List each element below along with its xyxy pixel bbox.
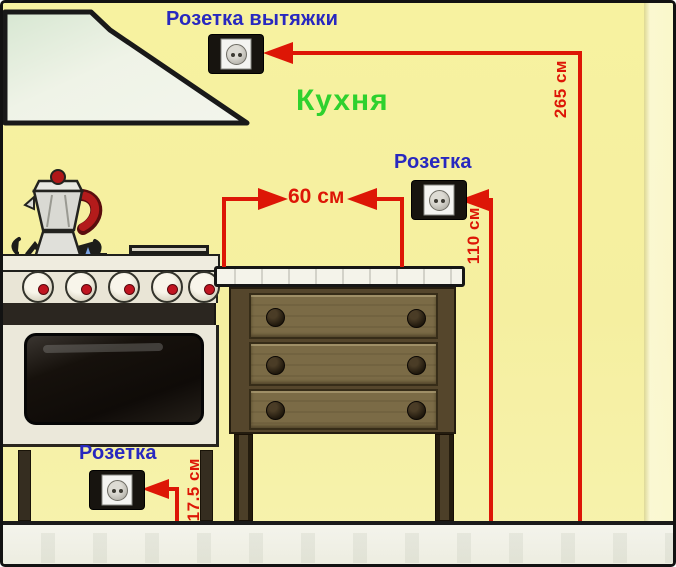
stove-knob bbox=[108, 271, 140, 303]
drawer-bottom bbox=[249, 389, 438, 430]
stove-knob bbox=[22, 271, 54, 303]
drawer-top bbox=[249, 293, 438, 339]
room-title: Кухня bbox=[296, 84, 389, 117]
dimension-value-265: 265 см bbox=[551, 60, 570, 119]
extension-line-60-right bbox=[400, 197, 404, 267]
extension-line-60-left bbox=[222, 197, 226, 267]
arrow-to-hood-outlet-icon bbox=[263, 42, 293, 64]
outlet-hole bbox=[237, 52, 242, 57]
drawer-knob bbox=[266, 308, 285, 327]
dimension-line-175 bbox=[175, 487, 179, 521]
outlet-socket bbox=[225, 43, 247, 65]
knob-marker bbox=[81, 284, 92, 295]
drawer-knob bbox=[266, 356, 285, 375]
drawer-cabinet bbox=[229, 287, 456, 434]
outlet-hole bbox=[230, 52, 235, 57]
dimension-line-265 bbox=[578, 51, 582, 521]
outlet-plate bbox=[423, 184, 455, 216]
stove-knob bbox=[151, 271, 183, 303]
counter-outlet-label: Розетка bbox=[394, 151, 472, 173]
arrow-60-left-icon bbox=[258, 188, 288, 210]
cabinet-right-leg bbox=[435, 434, 454, 521]
dimension-line-110 bbox=[489, 198, 493, 521]
power-outlet-icon-hood bbox=[209, 35, 263, 73]
outlet-plate bbox=[220, 38, 252, 70]
dimension-line-175-horizontal bbox=[166, 487, 179, 491]
dimension-line-hood-horizontal bbox=[291, 51, 582, 55]
wall-corner-highlight bbox=[644, 3, 673, 521]
dimension-value-110: 110 см bbox=[464, 207, 483, 265]
oven-door bbox=[24, 333, 204, 425]
floor-outlet-label: Розетка bbox=[79, 442, 157, 464]
power-outlet-icon-counter bbox=[412, 181, 466, 219]
cabinet-countertop bbox=[214, 266, 465, 287]
outlet-hole bbox=[433, 198, 438, 203]
outlet-hole bbox=[440, 198, 445, 203]
stove-base bbox=[3, 432, 219, 447]
dimension-value-60: 60 см bbox=[288, 185, 345, 208]
outlet-hole bbox=[118, 488, 123, 493]
cabinet-left-leg bbox=[234, 434, 253, 521]
dimension-line-60-right bbox=[374, 197, 404, 201]
drawer-knob bbox=[407, 309, 426, 328]
arrow-to-counter-outlet-icon bbox=[459, 189, 489, 211]
stove-knob bbox=[65, 271, 97, 303]
knob-marker bbox=[124, 284, 135, 295]
drawer-knob bbox=[266, 401, 285, 420]
outlet-socket bbox=[106, 479, 128, 501]
dimension-value-175: 17.5 см bbox=[184, 458, 203, 522]
floor bbox=[3, 521, 673, 564]
stove-handle-strip bbox=[3, 303, 216, 325]
hood-outlet-label: Розетка вытяжки bbox=[166, 8, 339, 30]
power-outlet-icon-floor bbox=[90, 471, 144, 509]
stove-cooktop bbox=[3, 254, 220, 272]
knob-marker bbox=[204, 284, 215, 295]
outlet-hole bbox=[111, 488, 116, 493]
outlet-plate bbox=[101, 474, 133, 506]
knob-marker bbox=[38, 284, 49, 295]
outlet-socket bbox=[428, 189, 450, 211]
arrow-60-right-icon bbox=[347, 188, 377, 210]
dimension-line-60-left bbox=[222, 197, 260, 201]
cooktop-grill-rack bbox=[129, 245, 209, 254]
drawer-knob bbox=[407, 356, 426, 375]
arrow-to-floor-outlet-icon bbox=[142, 479, 169, 499]
knob-marker bbox=[167, 284, 178, 295]
floor-texture bbox=[3, 533, 673, 563]
stove-left-leg bbox=[18, 450, 31, 521]
stove-right-leg bbox=[200, 450, 213, 521]
drawer-knob bbox=[407, 401, 426, 420]
drawer-middle bbox=[249, 342, 438, 386]
